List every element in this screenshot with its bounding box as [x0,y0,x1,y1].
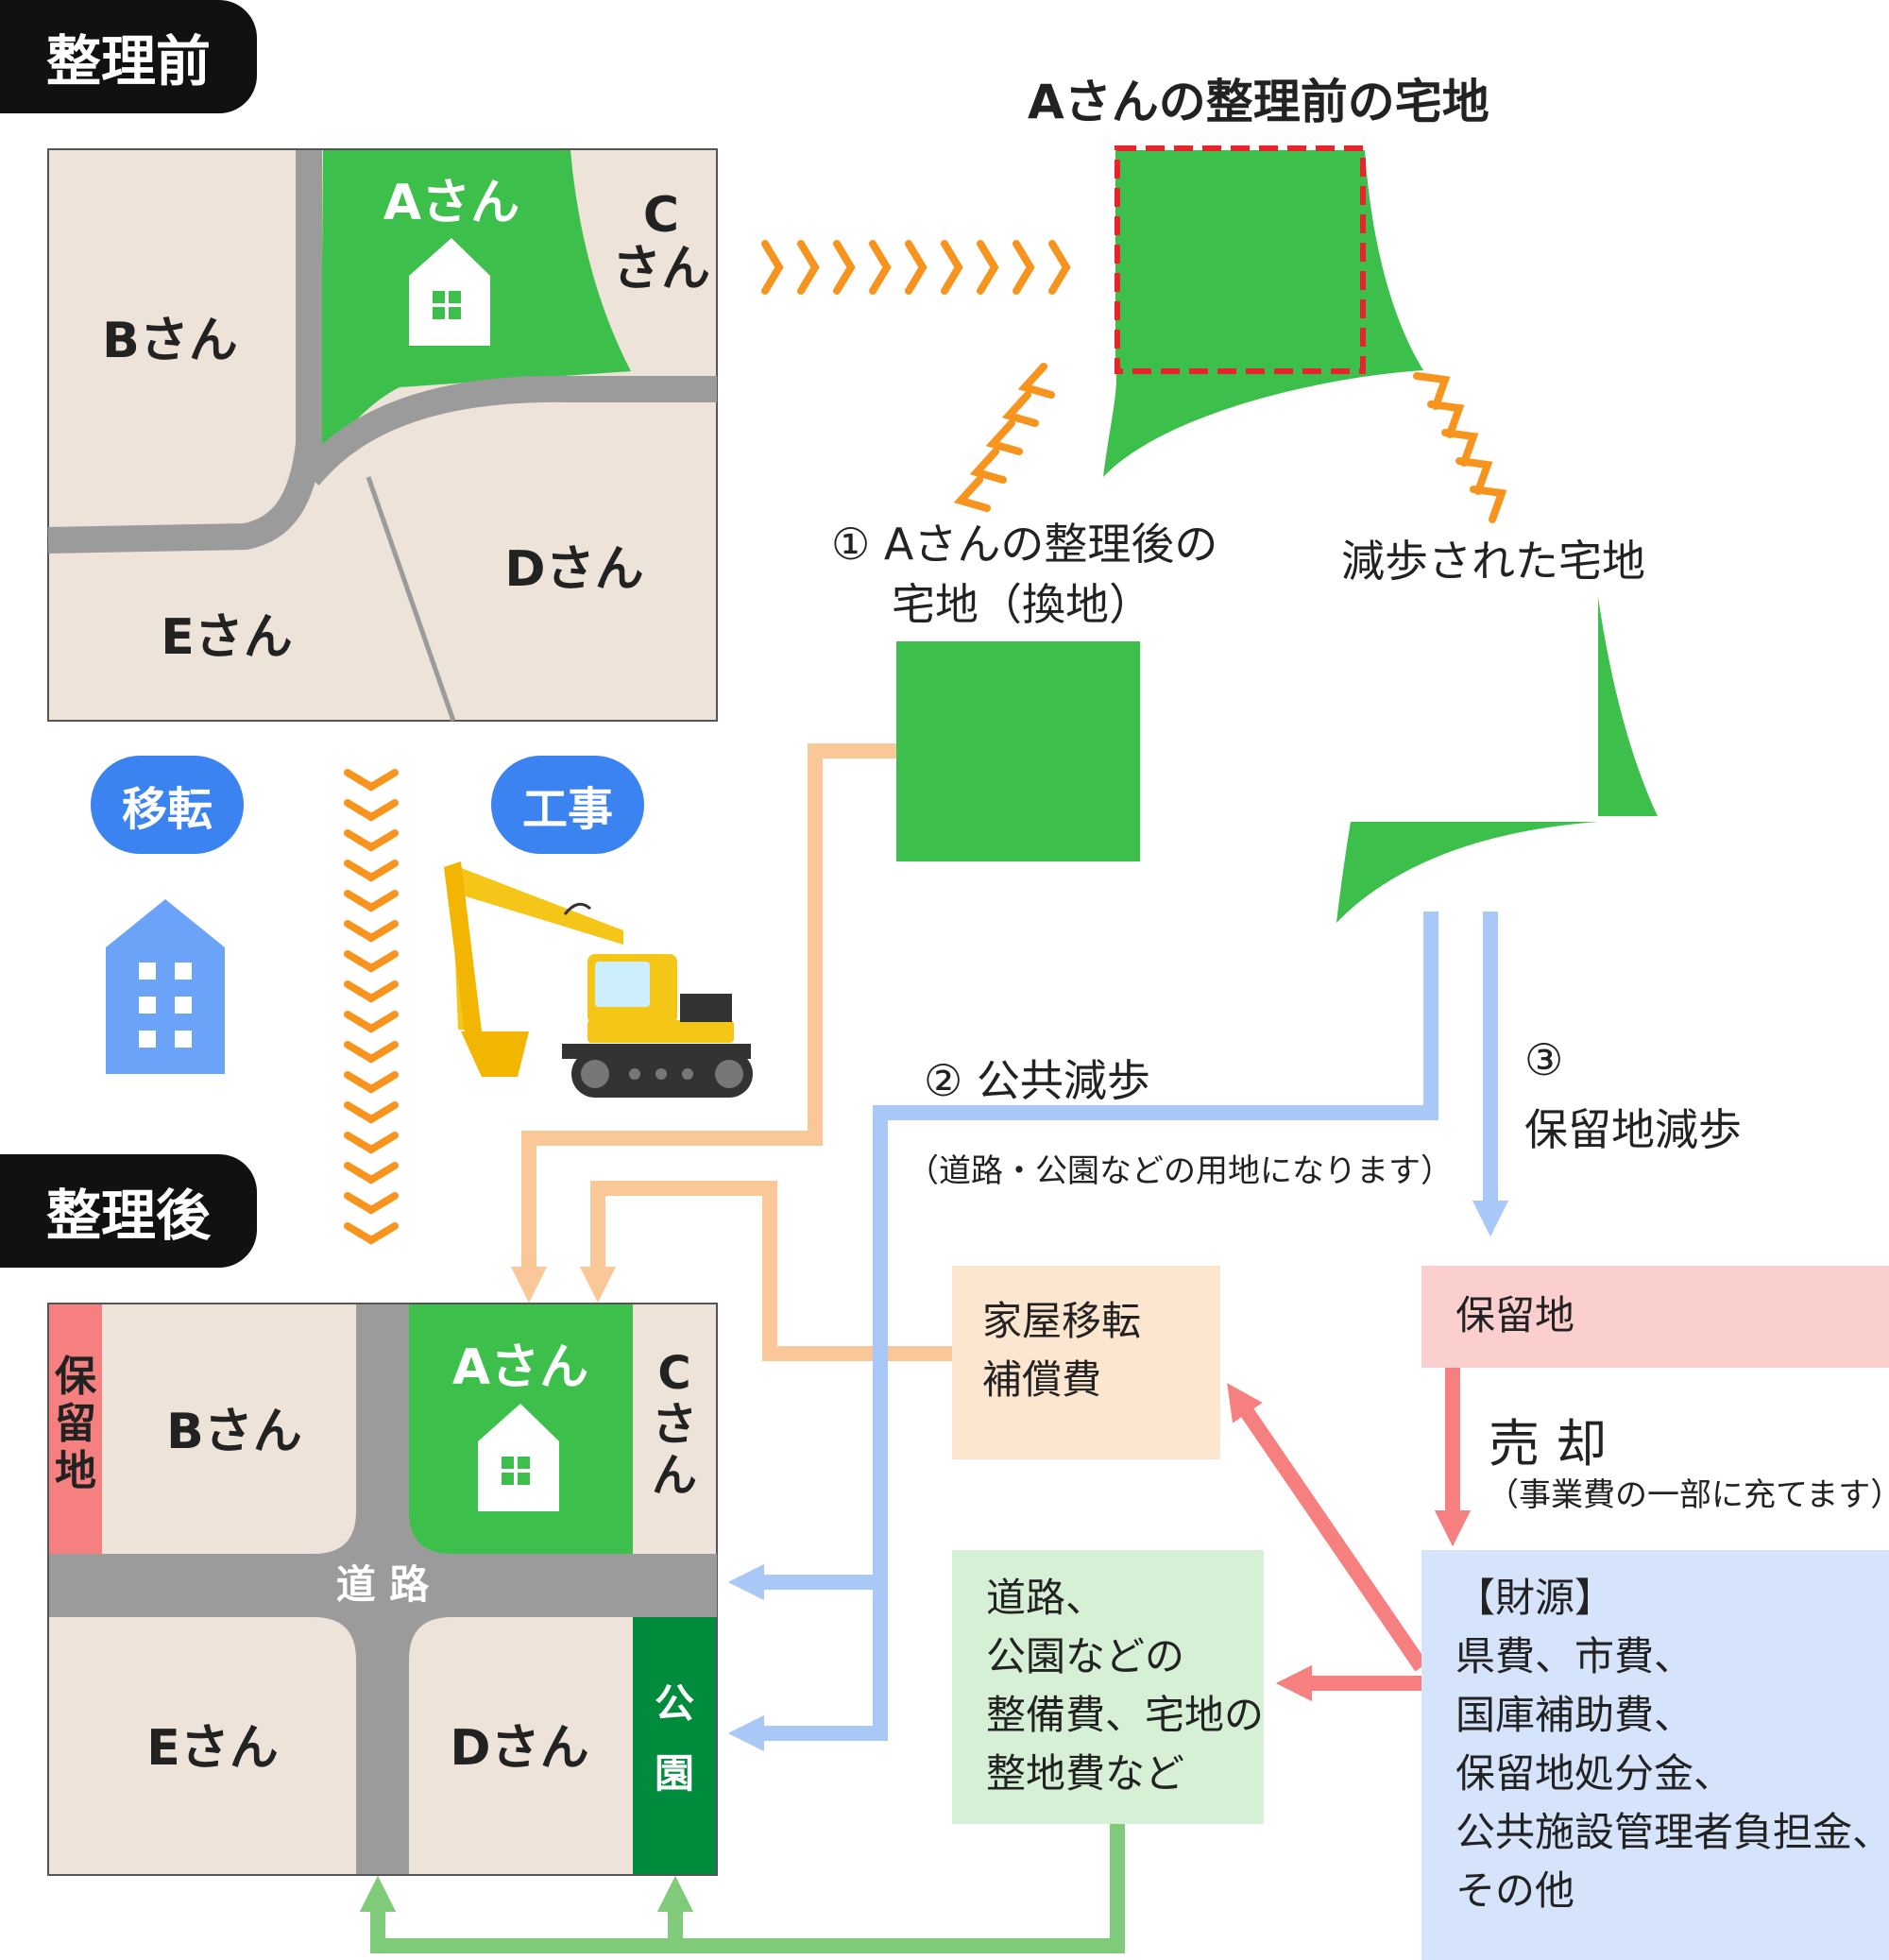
funding-box: 【財源】 県費、市費、 国庫補助費、 保留地処分金、 公共施設管理者負担金、 そ… [1421,1550,1889,1960]
after-label-reserve-2: 留 [55,1400,96,1448]
house-icon [478,1404,559,1511]
after-label-d: Dさん [450,1720,588,1777]
before-label-c2: さん [612,241,710,298]
chevrons-right [761,240,1071,295]
lot-title: Aさんの整理前の宅地 [1028,75,1489,129]
after-label-reserve-1: 保 [55,1353,97,1401]
reserve-box: 保留地 [1421,1266,1889,1368]
funding-line-4: 保留地処分金、 [1455,1750,1734,1797]
before-label-d: Dさん [504,541,643,598]
blue-arrow-public-1 [727,912,1438,1601]
reserve-box-label: 保留地 [1455,1292,1575,1338]
after-label-park-2: 園 [655,1750,694,1797]
replotted-lot [896,641,1140,861]
before-label-e: Eさん [161,609,293,666]
before-badge: 整理前 [0,0,257,113]
chevrons-down-right [1413,372,1507,523]
sale-note: （事業費の一部に充てます） [1487,1476,1889,1514]
after-label-park-1: 公 [655,1680,694,1727]
compensation-line-2: 補償費 [982,1356,1102,1403]
excavator-icon [444,861,753,1098]
reduced-lot-bottom [1336,822,1598,923]
compensation-line-1: 家屋移転 [982,1298,1142,1344]
peach-arrow-replot [510,743,896,1304]
replot-label-line2: 宅地（換地） [892,579,1152,630]
building-icon [106,899,225,1074]
replot-label-line1: ① Aさんの整理後の [831,519,1218,570]
public-works-line-3: 整備費、宅地の [986,1692,1265,1738]
construction-badge: 工事 [491,756,644,854]
funding-line-6: その他 [1455,1867,1575,1914]
public-reduction-note: （道路・公園などの用地になります） [907,1152,1453,1190]
after-label-reserve-3: 地 [55,1447,96,1495]
after-label-c-1: C [657,1347,690,1400]
public-reduction-label: ② 公共減歩 [924,1055,1150,1106]
pink-arrow-to-compensation [1227,1383,1428,1672]
public-works-line-2: 公園などの [986,1633,1185,1679]
public-works-line-4: 整地費など [986,1750,1185,1797]
before-label-a: Aさん [383,175,519,231]
after-label-a: Aさん [452,1339,588,1396]
green-arrow-works [359,1824,1125,1953]
reserve-reduction-label: 保留地減歩 [1524,1104,1742,1155]
after-reserve-land [49,1304,102,1554]
reduced-label: 減歩された宅地 [1341,536,1645,587]
after-label-road: 道 路 [336,1561,431,1608]
funding-line-3: 国庫補助費、 [1455,1692,1694,1738]
public-works-line-1: 道路、 [986,1575,1106,1621]
after-park [633,1617,716,1874]
reduced-lot-right [1598,597,1658,816]
before-map [47,148,718,722]
after-label-c-2: さ [652,1398,697,1451]
funding-line-2: 県費、市費、 [1455,1633,1694,1679]
original-lot [1103,145,1423,477]
blue-arrow-public-2 [727,1582,888,1752]
funding-line-1: 【財源】 [1455,1575,1615,1621]
relocation-badge: 移転 [91,756,244,854]
funding-line-5: 公共施設管理者負担金、 [1455,1809,1889,1855]
before-label-b: Bさん [102,313,238,369]
after-label-e: Eさん [146,1720,279,1777]
reserve-reduction-num: ③ [1524,1034,1564,1085]
public-works-box: 道路、 公園などの 整備費、宅地の 整地費など [952,1550,1264,1824]
after-badge: 整理後 [0,1154,257,1268]
original-lot-dashed-outline [1115,145,1366,374]
after-map [47,1303,718,1876]
chevrons-down-left [953,363,1055,512]
before-label-c1: C [643,187,679,244]
chevrons-down [344,769,399,1245]
peach-arrow-compensation [579,1181,952,1361]
house-icon [409,238,490,346]
compensation-box: 家屋移転 補償費 [952,1266,1220,1459]
after-label-b: Bさん [166,1404,302,1460]
after-label-c-3: ん [652,1449,697,1502]
sale-label: 売 却 [1489,1414,1608,1474]
